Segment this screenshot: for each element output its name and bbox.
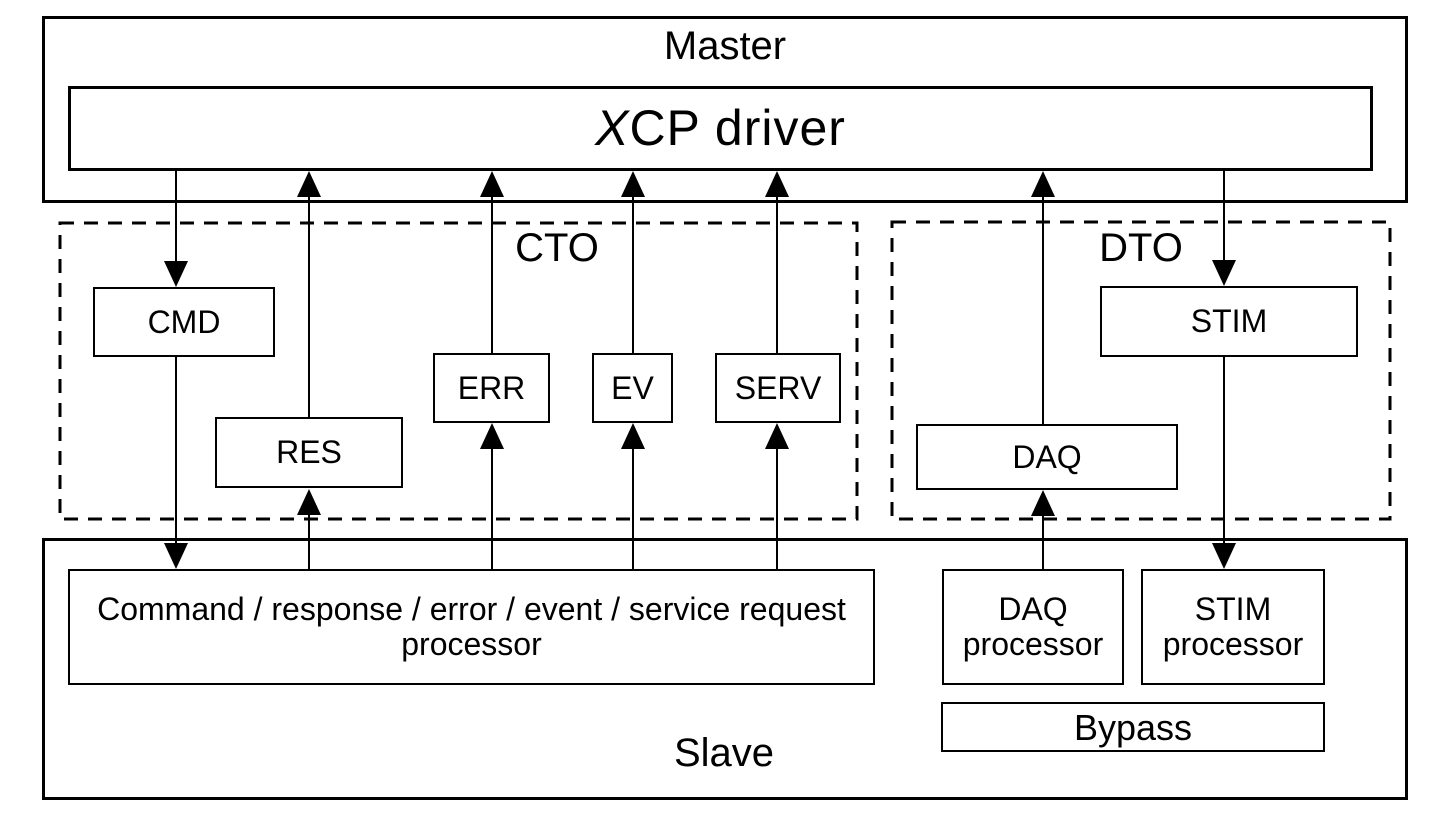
res-arrowhead-into-driver bbox=[297, 171, 321, 197]
err-box: ERR bbox=[433, 353, 550, 423]
cto-label: CTO bbox=[515, 226, 599, 270]
xcp-driver-label-rest: CP driver bbox=[629, 100, 846, 156]
stim-processor-line1: STIM bbox=[1194, 591, 1272, 627]
res-box: RES bbox=[215, 417, 403, 488]
cmd-arrow-stem-upper bbox=[175, 171, 177, 263]
ev-label: EV bbox=[611, 369, 654, 406]
ev-arrowhead-into-ev bbox=[621, 423, 645, 449]
res-arrow-stem-upper bbox=[308, 195, 310, 417]
stim-arrowhead-into-stim bbox=[1212, 260, 1236, 286]
cmd-arrow-stem-lower bbox=[175, 357, 177, 545]
res-label: RES bbox=[276, 434, 342, 470]
ev-box: EV bbox=[592, 353, 673, 423]
stim-label: STIM bbox=[1190, 303, 1268, 339]
err-arrow-stem-lower bbox=[491, 447, 493, 569]
xcp-driver-label-x: X bbox=[595, 100, 630, 156]
stim-arrow-stem-lower bbox=[1223, 357, 1225, 545]
xcp-driver-label: XCP driver bbox=[595, 103, 846, 153]
serv-label: SERV bbox=[734, 369, 822, 406]
daq-processor-box: DAQ processor bbox=[942, 569, 1124, 685]
ev-arrow-stem-lower bbox=[632, 447, 634, 569]
serv-arrowhead-into-serv bbox=[765, 423, 789, 449]
cmd-arrowhead-into-processor bbox=[164, 543, 188, 569]
cmd-arrowhead-into-cmd bbox=[164, 261, 188, 287]
res-arrow-stem-lower bbox=[308, 513, 310, 569]
command-processor-line2: processor bbox=[401, 626, 542, 662]
command-processor-line1: Command / response / error / event / ser… bbox=[97, 591, 846, 627]
stim-box: STIM bbox=[1100, 286, 1358, 357]
cmd-box: CMD bbox=[93, 287, 275, 357]
daq-arrowhead-into-daq bbox=[1031, 490, 1055, 516]
command-processor-box: Command / response / error / event / ser… bbox=[68, 569, 875, 685]
daq-arrow-stem-upper bbox=[1042, 195, 1044, 424]
ev-arrow-stem-upper bbox=[632, 195, 634, 353]
err-arrowhead-into-driver bbox=[480, 171, 504, 197]
stim-arrow-stem-upper bbox=[1223, 171, 1225, 262]
master-label: Master bbox=[663, 24, 787, 68]
daq-arrowhead-into-driver bbox=[1031, 171, 1055, 197]
stim-arrowhead-into-stim-processor bbox=[1212, 543, 1236, 569]
cmd-label: CMD bbox=[147, 303, 221, 340]
dto-label: DTO bbox=[1099, 226, 1183, 270]
daq-label: DAQ bbox=[1012, 438, 1082, 475]
daq-arrow-stem-lower bbox=[1042, 514, 1044, 569]
serv-arrowhead-into-driver bbox=[765, 171, 789, 197]
res-arrowhead-into-res bbox=[297, 489, 321, 515]
stim-processor-line2: processor bbox=[1162, 626, 1304, 662]
daq-processor-line2: processor bbox=[962, 626, 1104, 662]
daq-processor-line1: DAQ bbox=[998, 591, 1068, 627]
err-arrow-stem-upper bbox=[491, 195, 493, 353]
err-label: ERR bbox=[457, 369, 526, 406]
daq-box: DAQ bbox=[916, 424, 1178, 490]
bypass-box: Bypass bbox=[941, 702, 1325, 752]
slave-label: Slave bbox=[673, 731, 775, 775]
serv-arrow-stem-upper bbox=[776, 195, 778, 353]
err-arrowhead-into-err bbox=[480, 423, 504, 449]
bypass-label: Bypass bbox=[1073, 706, 1193, 748]
stim-processor-box: STIM processor bbox=[1141, 569, 1325, 685]
xcp-driver-box: XCP driver bbox=[68, 86, 1373, 171]
serv-box: SERV bbox=[715, 353, 841, 423]
ev-arrowhead-into-driver bbox=[621, 171, 645, 197]
serv-arrow-stem-lower bbox=[776, 447, 778, 569]
